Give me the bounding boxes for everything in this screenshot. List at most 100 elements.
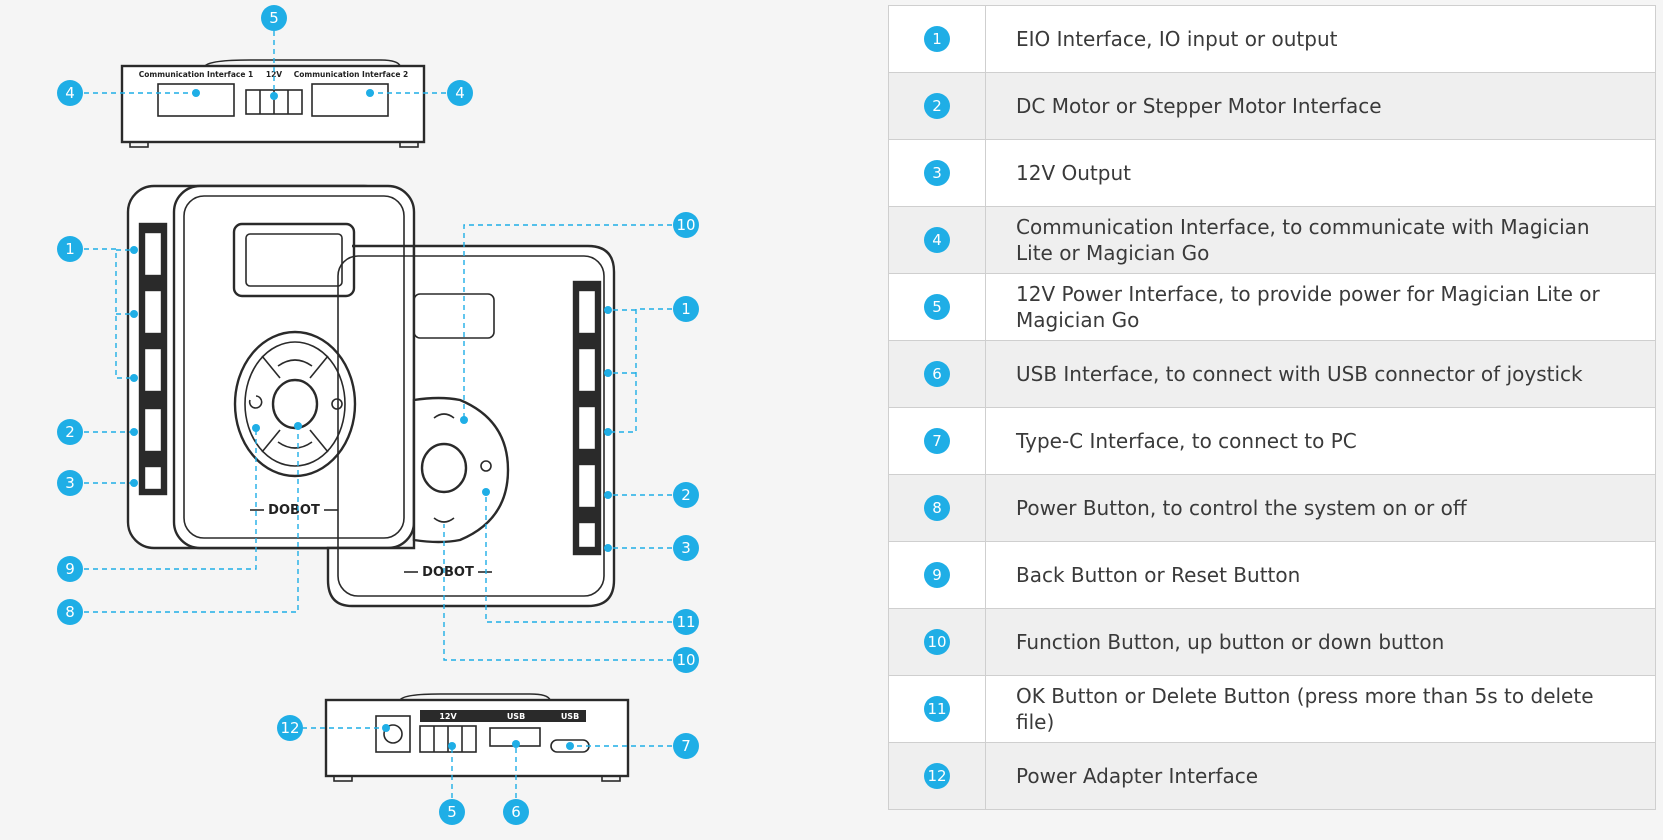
legend-description: Power Adapter Interface — [985, 742, 1656, 810]
callout-badge: 7 — [673, 733, 699, 759]
back-device-inner — [337, 255, 605, 597]
front-down-arrow-icon — [277, 441, 313, 449]
legend-row: 4 Communication Interface, to communicate… — [888, 206, 1656, 274]
legend-number-badge: 4 — [924, 227, 950, 253]
bottom-12v-label: 12V — [439, 712, 457, 721]
legend-description: Communication Interface, to communicate … — [985, 206, 1656, 274]
back-port-1 — [576, 288, 598, 336]
callout-badge: 1 — [57, 236, 83, 262]
comm-interface-1-port — [157, 83, 235, 117]
svg-text:4: 4 — [65, 84, 75, 102]
legend-number-badge: 9 — [924, 562, 950, 588]
callout-badge: 8 — [57, 599, 83, 625]
legend-row: 10 Function Button, up button or down but… — [888, 608, 1656, 676]
callout-badge: 10 — [673, 212, 699, 238]
callout-badge: 10 — [673, 647, 699, 673]
legend-row: 9 Back Button or Reset Button — [888, 541, 1656, 609]
callout-badge: 3 — [673, 535, 699, 561]
back-down-arrow-icon — [433, 517, 455, 523]
callout-badges: 5 4 4 1 2 3 9 8 10 1 2 3 11 10 12 5 6 7 — [57, 5, 699, 825]
svg-text:5: 5 — [447, 803, 457, 821]
callout-badge: 5 — [261, 5, 287, 31]
svg-text:8: 8 — [65, 603, 75, 621]
top-view-cap — [204, 59, 401, 67]
back-ok-icon — [480, 460, 492, 472]
back-port-2 — [576, 346, 598, 394]
comm-interface-2-label: Communication Interface 2 — [294, 70, 409, 79]
top-view-foot-right — [399, 141, 419, 148]
svg-text:3: 3 — [681, 539, 691, 557]
legend-description: EIO Interface, IO input or output — [985, 5, 1656, 73]
bottom-view: 12V USB USB — [324, 693, 630, 782]
svg-text:1: 1 — [681, 300, 691, 318]
comm-interface-1-label: Communication Interface 1 — [139, 70, 254, 79]
usb-c-label: USB — [561, 712, 579, 721]
back-display — [413, 293, 495, 339]
legend-number-badge: 3 — [924, 160, 950, 186]
svg-text:4: 4 — [455, 84, 465, 102]
svg-text:12: 12 — [280, 719, 299, 737]
back-port-step — [576, 462, 598, 510]
front-ok-icon — [331, 398, 343, 410]
legend-number-badge: 2 — [924, 93, 950, 119]
svg-text:1: 1 — [65, 240, 75, 258]
legend-number-badge: 7 — [924, 428, 950, 454]
legend-row: 3 12V Output — [888, 139, 1656, 207]
back-port-sw — [576, 520, 598, 550]
top-view: Communication Interface 1 12V Communicat… — [120, 59, 426, 148]
front-port-1 — [142, 230, 164, 278]
callout-badge: 11 — [673, 609, 699, 635]
callout-badge: 5 — [439, 799, 465, 825]
callout-badge: 4 — [447, 80, 473, 106]
front-up-arrow-icon — [277, 359, 313, 367]
legend-description: Function Button, up button or down butto… — [985, 608, 1656, 676]
back-up-arrow-icon — [433, 413, 455, 419]
device-diagram: Communication Interface 1 12V Communicat… — [57, 5, 699, 825]
front-device: DOBOT — [126, 184, 416, 550]
callout-badge: 12 — [277, 715, 303, 741]
front-brand: DOBOT — [268, 503, 320, 518]
svg-text:3: 3 — [65, 474, 75, 492]
leader-lines — [84, 31, 672, 798]
svg-text:2: 2 — [681, 486, 691, 504]
legend-number-badge: 5 — [924, 294, 950, 320]
legend-description: 12V Power Interface, to provide power fo… — [985, 273, 1656, 341]
callout-badge: 2 — [57, 419, 83, 445]
leader-dots — [130, 89, 612, 750]
front-port-3 — [142, 346, 164, 394]
callout-badge: 4 — [57, 80, 83, 106]
legend-description: USB Interface, to connect with USB conne… — [985, 340, 1656, 408]
legend-description: OK Button or Delete Button (press more t… — [985, 675, 1656, 743]
front-display-screen — [245, 233, 343, 287]
front-port-2 — [142, 288, 164, 336]
callout-badge: 9 — [57, 556, 83, 582]
front-display — [232, 222, 356, 298]
legend-description: 12V Output — [985, 139, 1656, 207]
svg-text:6: 6 — [511, 803, 521, 821]
legend-description: Power Button, to control the system on o… — [985, 474, 1656, 542]
svg-text:2: 2 — [65, 423, 75, 441]
callout-badge: 2 — [673, 482, 699, 508]
svg-text:10: 10 — [676, 651, 695, 669]
legend-row: 5 12V Power Interface, to provide power f… — [888, 273, 1656, 341]
power-adapter-jack — [375, 715, 411, 753]
top-12v-label: 12V — [266, 70, 282, 79]
legend-description: Back Button or Reset Button — [985, 541, 1656, 609]
svg-text:11: 11 — [676, 613, 695, 631]
top-view-foot-left — [129, 141, 149, 148]
legend-row: 12 Power Adapter Interface — [888, 742, 1656, 810]
front-power-button — [271, 378, 319, 430]
callout-badge: 1 — [673, 296, 699, 322]
legend-description: DC Motor or Stepper Motor Interface — [985, 72, 1656, 140]
callout-badge: 6 — [503, 799, 529, 825]
back-power-button — [420, 442, 468, 494]
legend-number-badge: 10 — [924, 629, 950, 655]
legend-number-badge: 12 — [924, 763, 950, 789]
svg-text:9: 9 — [65, 560, 75, 578]
